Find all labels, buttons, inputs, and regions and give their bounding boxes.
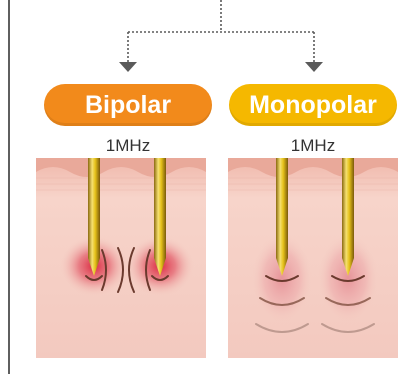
bipolar-skin-illustration bbox=[36, 158, 206, 358]
split-connector-arrows bbox=[0, 0, 398, 84]
needle-left bbox=[88, 158, 100, 276]
arrow-down-right-icon bbox=[305, 62, 323, 72]
arrow-down-left-icon bbox=[119, 62, 137, 72]
monopolar-skin-illustration bbox=[228, 158, 398, 358]
needle-right bbox=[154, 158, 166, 276]
bipolar-badge: Bipolar bbox=[44, 84, 212, 126]
needle-right bbox=[342, 158, 354, 276]
bipolar-frequency-label: 1MHz bbox=[44, 136, 212, 156]
monopolar-frequency-label: 1MHz bbox=[229, 136, 397, 156]
monopolar-badge: Monopolar bbox=[229, 84, 397, 126]
needle-left bbox=[276, 158, 288, 276]
